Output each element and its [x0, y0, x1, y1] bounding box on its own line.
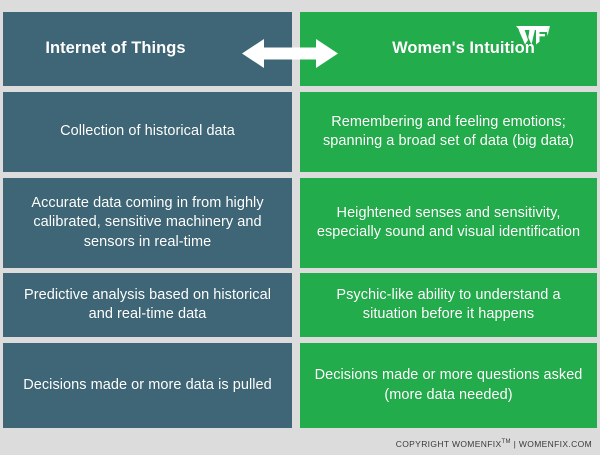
- footer-separator: |: [510, 439, 519, 449]
- row-4-cell-right: Decisions made or more questions asked (…: [300, 343, 597, 428]
- table-row: Decisions made or more data is pulled De…: [3, 343, 597, 428]
- row-4-text-left: Decisions made or more data is pulled: [23, 376, 272, 393]
- row-3-cell-left: Predictive analysis based on historical …: [3, 273, 292, 337]
- row-3-text-right: Psychic-like ability to understand a sit…: [336, 286, 561, 322]
- header-cell-womens-intuition: Women's Intuition: [300, 12, 597, 86]
- row-1-cell-left: Collection of historical data: [3, 92, 292, 172]
- row-2-text-right: Heightened senses and sensitivity, espec…: [316, 204, 581, 240]
- table-row: Accurate data coming in from highly cali…: [3, 178, 597, 268]
- row-2-cell-right: Heightened senses and sensitivity, espec…: [300, 178, 597, 268]
- womenfix-w-logo-icon: [516, 24, 550, 46]
- row-4-text-right: Decisions made or more questions asked (…: [314, 367, 583, 403]
- row-1-cell-right: Remembering and feeling emotions; spanni…: [300, 92, 597, 172]
- header-cell-internet-of-things: Internet of Things: [3, 12, 292, 86]
- footer-trademark: TM: [501, 439, 511, 446]
- table-row: Collection of historical data Rememberin…: [3, 92, 597, 172]
- footer-site: WOMENFIX.COM: [518, 439, 592, 449]
- header-title-right: Women's Intuition: [392, 39, 535, 58]
- table-row: Predictive analysis based on historical …: [3, 273, 597, 337]
- row-2-cell-left: Accurate data coming in from highly cali…: [3, 178, 292, 268]
- comparison-table: Internet of Things Women's Intuition Col…: [3, 12, 597, 428]
- footer-copyright-prefix: COPYRIGHT WOMENFIX: [395, 439, 502, 449]
- footer-copyright: COPYRIGHT WOMENFIXTM | WOMENFIX.COM: [396, 439, 592, 449]
- row-3-cell-right: Psychic-like ability to understand a sit…: [300, 273, 597, 337]
- table-header-row: Internet of Things Women's Intuition: [3, 12, 597, 86]
- row-2-text-left: Accurate data coming in from highly cali…: [31, 195, 264, 250]
- row-4-cell-left: Decisions made or more data is pulled: [3, 343, 292, 428]
- row-3-text-left: Predictive analysis based on historical …: [24, 286, 271, 322]
- header-title-left: Internet of Things: [45, 39, 186, 58]
- row-1-text-left: Collection of historical data: [60, 123, 235, 140]
- row-1-text-right: Remembering and feeling emotions; spanni…: [322, 113, 575, 149]
